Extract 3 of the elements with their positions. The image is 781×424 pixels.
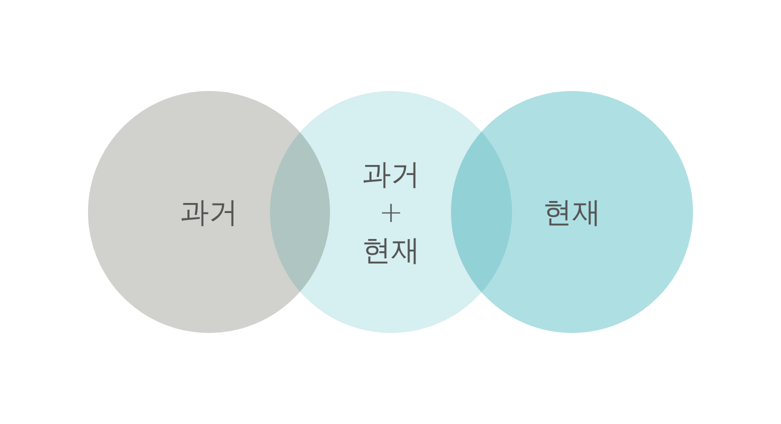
circle-label: 과거 bbox=[180, 194, 238, 231]
circle-label: 과거 + 현재 bbox=[362, 156, 420, 269]
circle-label: 현재 bbox=[543, 194, 601, 231]
